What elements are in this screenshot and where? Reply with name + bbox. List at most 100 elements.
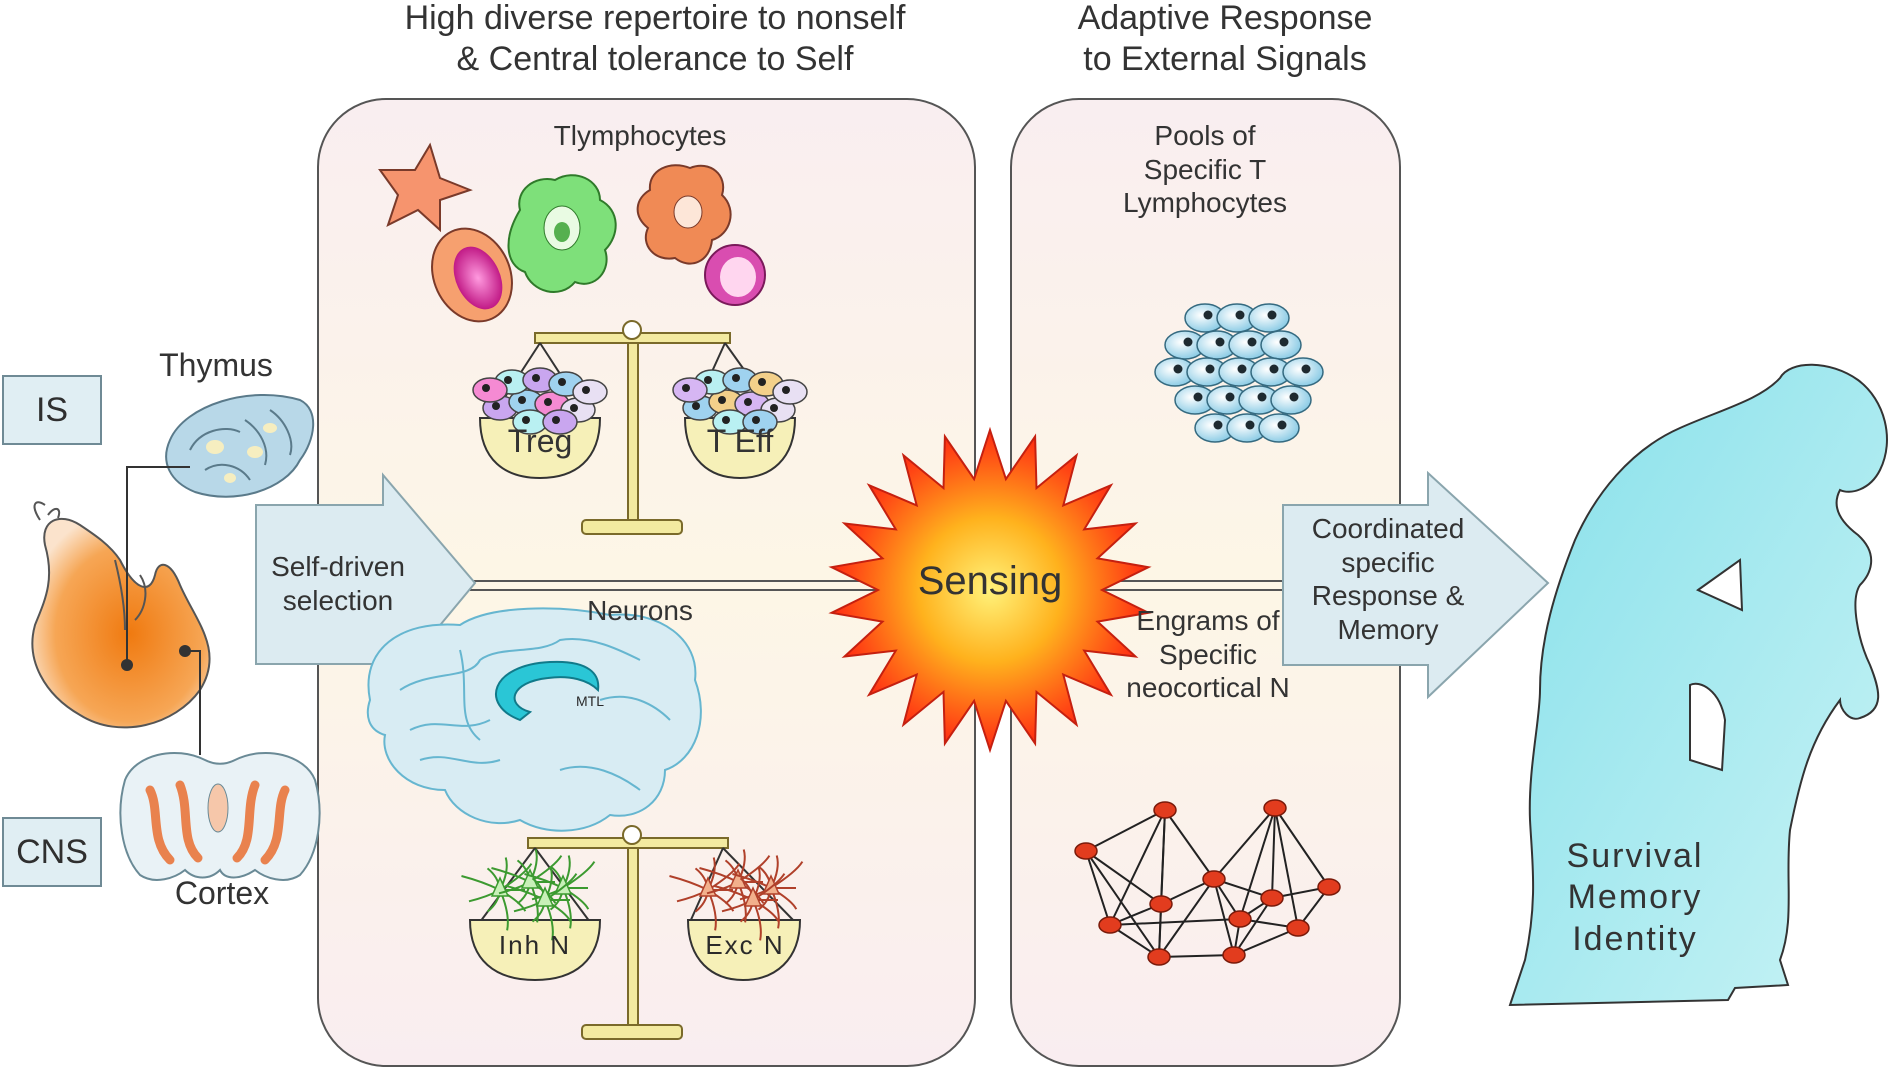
engrams-label: Engrams of Specific neocortical N — [1108, 604, 1308, 705]
coordinated-line3: Response & — [1311, 580, 1465, 612]
thinker-line3: Identity — [1572, 919, 1698, 958]
pools-label: Pools of Specific T Lymphocytes — [1080, 119, 1330, 220]
cell-nucleus — [504, 376, 512, 384]
cell-nucleus — [682, 384, 690, 392]
coordinated-label: Coordinated specific Response & Memory — [1288, 512, 1488, 646]
left-header-line2: & Central tolerance to Self — [456, 39, 854, 78]
inhibitory-neurons — [461, 849, 596, 941]
engram-edge — [1085, 809, 1166, 852]
exc-label: Exc N — [705, 930, 785, 960]
cell — [572, 379, 608, 405]
cell-nucleus — [692, 402, 700, 410]
right-header-line2: to External Signals — [1083, 39, 1367, 78]
cell-nucleus — [518, 396, 526, 404]
cell-nucleus — [770, 404, 778, 412]
sensing-burst — [828, 426, 1152, 754]
pool-cell-nucleus — [1213, 420, 1223, 430]
cell-nucleus — [544, 398, 552, 406]
cortex-illustration — [119, 752, 321, 881]
pool-cell-nucleus — [1215, 337, 1225, 347]
engram-edge — [1085, 850, 1111, 926]
engram-node — [1202, 870, 1226, 888]
pool-cell-nucleus — [1203, 310, 1213, 320]
engram-edge — [1109, 809, 1166, 926]
cell-nucleus — [782, 386, 790, 394]
engram-edge — [1085, 850, 1162, 905]
engram-edge — [1109, 918, 1241, 926]
engram-node — [1317, 878, 1341, 896]
engram-node — [1228, 910, 1252, 928]
thymus-illustration — [165, 393, 315, 498]
cell-nucleus — [522, 416, 530, 424]
engram-edge — [1213, 807, 1276, 880]
pools-line3: Lymphocytes — [1123, 187, 1287, 219]
cns-tag: CNS — [2, 817, 102, 887]
inh-label: Inh N — [498, 930, 572, 960]
engram-edge — [1158, 903, 1162, 958]
cell — [742, 409, 778, 435]
engram-node — [1149, 895, 1173, 913]
engram-edge — [1158, 954, 1235, 958]
engram-node — [1260, 889, 1284, 907]
engram-edge — [1274, 807, 1299, 929]
self-driven-line2: selection — [282, 584, 394, 616]
engram-edge — [1213, 878, 1235, 956]
neuron-soma — [535, 886, 555, 907]
engram-node — [1263, 799, 1287, 817]
engram-edge — [1239, 807, 1276, 920]
pool-cell-nucleus — [1205, 364, 1215, 374]
pool-cell-nucleus — [1301, 364, 1311, 374]
cell-nucleus — [482, 384, 490, 392]
teff-cell-cluster — [672, 367, 808, 435]
cell-nucleus — [582, 386, 590, 394]
cell-nucleus — [704, 376, 712, 384]
cell-nucleus — [752, 416, 760, 424]
self-driven-label: Self-driven selection — [258, 550, 418, 617]
thinker-silhouette — [1508, 363, 1888, 1007]
engram-node — [1153, 801, 1177, 819]
self-driven-line1: Self-driven — [271, 551, 405, 582]
tlymphocytes-label: Tlymphocytes — [553, 120, 727, 151]
neuron-soma — [743, 886, 763, 907]
excitatory-neurons — [669, 849, 804, 941]
right-header-line1: Adaptive Response — [1077, 0, 1373, 37]
organ-connector-lines — [126, 466, 201, 755]
cell-nucleus — [722, 416, 730, 424]
engrams-line1: Engrams of — [1136, 605, 1280, 636]
engram-node — [1074, 842, 1098, 860]
lower-balance-scale — [468, 825, 802, 1040]
immune-cells-illustration — [378, 142, 766, 323]
pool-cell-nucleus — [1277, 420, 1287, 430]
coordinated-line1: Coordinated — [1311, 513, 1465, 544]
cell-nucleus — [732, 374, 740, 382]
treg-label: Treg — [507, 423, 573, 459]
cell-nucleus — [718, 396, 726, 404]
coordinated-line4: Memory — [1337, 613, 1439, 645]
pool-cell-nucleus — [1193, 392, 1203, 402]
thinker-line2: Memory — [1567, 878, 1703, 917]
teff-label: T Eff — [706, 423, 774, 459]
cell — [542, 409, 578, 435]
pool-cell-nucleus — [1183, 337, 1193, 347]
cell-nucleus — [558, 378, 566, 386]
pool-cell-nucleus — [1267, 310, 1277, 320]
engram-node — [1147, 948, 1171, 966]
pool-cell-nucleus — [1269, 364, 1279, 374]
engram-edge — [1233, 927, 1299, 956]
left-header: High diverse repertoire to nonself & Cen… — [340, 0, 970, 80]
engram-node — [1222, 946, 1246, 964]
engram-edge — [1164, 809, 1215, 880]
treg-cell-cluster — [472, 367, 608, 435]
thinker-line1: Survival — [1566, 837, 1704, 875]
cell — [772, 379, 808, 405]
pools-line2: Specific T — [1143, 153, 1267, 185]
engram-edge — [1233, 897, 1273, 956]
cell-nucleus — [744, 398, 752, 406]
cell-nucleus — [570, 404, 578, 412]
engrams-line2: Specific — [1158, 638, 1258, 670]
cortex-label: Cortex — [174, 875, 270, 911]
right-header: Adaptive Response to External Signals — [1020, 0, 1430, 80]
sensing-label: Sensing — [917, 559, 1063, 603]
